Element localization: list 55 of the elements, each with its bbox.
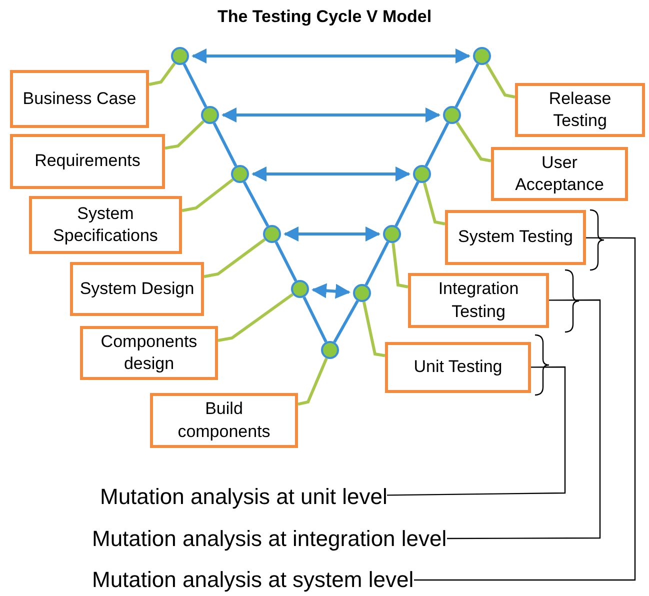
stage-box: Unit Testing (385, 342, 531, 393)
milestone-dot (413, 165, 431, 183)
stage-box: System Design (70, 262, 204, 316)
double-arrow (192, 48, 470, 64)
stage-box: Requirements (10, 134, 165, 189)
connector-line (364, 241, 390, 286)
milestone-dot (291, 280, 309, 298)
milestone-dot (473, 47, 491, 65)
leader-line (447, 299, 601, 540)
milestone-dot (353, 284, 371, 302)
leader-line (298, 358, 328, 406)
analysis-label: Mutation analysis at system level (92, 563, 414, 596)
stage-box: Business Case (10, 70, 149, 128)
stage-box: System Specifications (29, 196, 182, 254)
milestone-dot (201, 106, 219, 124)
leader-line (204, 238, 266, 278)
leader-line (362, 302, 386, 358)
leader-line (387, 366, 566, 496)
connector-line (394, 181, 420, 227)
leader-line (422, 182, 446, 226)
double-arrow (312, 283, 350, 299)
connector-line (274, 241, 298, 282)
double-arrow (284, 226, 380, 242)
stage-box: Integration Testing (408, 273, 549, 328)
stage-box: Build components (150, 393, 298, 448)
milestone-dot (263, 225, 281, 243)
connector-line (454, 63, 480, 108)
analysis-label: Mutation analysis at unit level (100, 480, 388, 514)
connector-line (182, 63, 208, 108)
connector-line (302, 296, 328, 343)
leader-line (218, 293, 294, 342)
leader-line (164, 120, 205, 150)
diagram-title: The Testing Cycle V Model (216, 7, 433, 27)
leader-line (392, 242, 408, 288)
leader-line (182, 178, 234, 212)
milestone-dot (231, 165, 249, 183)
milestone-dot (443, 106, 461, 124)
connector-line (333, 300, 359, 343)
connector-line (212, 122, 238, 167)
leader-line (456, 122, 492, 162)
connector-line (424, 122, 450, 167)
leader-line (148, 62, 176, 86)
analysis-label: Mutation analysis at integration level (92, 522, 447, 556)
double-arrow (252, 166, 410, 182)
milestone-dot (171, 47, 189, 65)
stage-box: Release Testing (515, 83, 645, 137)
stage-box: User Acceptance (491, 147, 628, 201)
leader-line (485, 63, 516, 98)
milestone-dot (383, 225, 401, 243)
connector-line (242, 181, 270, 227)
double-arrow (222, 108, 440, 122)
stage-box: System Testing (445, 210, 586, 265)
leader-line (414, 237, 636, 581)
milestone-dot (321, 341, 339, 359)
stage-box: Components design (80, 326, 218, 380)
